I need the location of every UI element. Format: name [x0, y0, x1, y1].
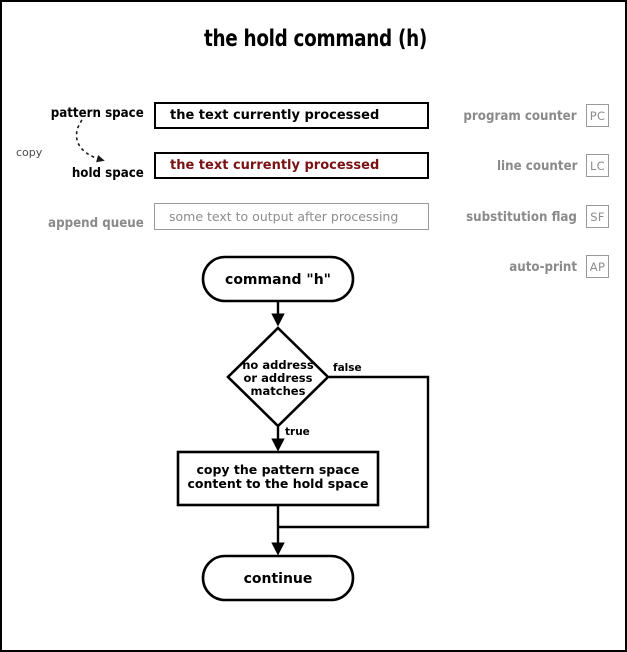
register-label-pattern-space: pattern space	[2, 105, 144, 121]
edge-decision-false-bypass	[279, 375, 430, 529]
line-counter-label: line counter	[496, 157, 577, 174]
flag-program-counter: program counter PC	[448, 104, 609, 127]
node-process-line2: content to the hold space	[188, 476, 369, 491]
copy-annotation-label: copy	[16, 146, 43, 159]
flag-line-counter: line counter LC	[486, 154, 609, 177]
node-end-label: continue	[244, 571, 313, 587]
node-process-copy	[176, 450, 380, 507]
node-process-line1: copy the pattern space	[196, 462, 359, 477]
node-end-continue	[201, 554, 355, 602]
copy-arrow	[75, 119, 105, 163]
pattern-space-box: the text currently processed	[154, 102, 429, 129]
append-queue-label: append queue	[48, 215, 144, 231]
hold-space-box: the text currently processed	[154, 152, 429, 179]
flag-auto-print: auto-print AP	[500, 255, 609, 278]
hold-space-value: the text currently processed	[170, 158, 380, 173]
node-decision-line3: matches	[251, 384, 306, 398]
line-counter-box: LC	[586, 154, 609, 177]
edge-label-true: true	[285, 426, 310, 438]
append-queue-box: some text to output after processing	[154, 203, 429, 230]
program-counter-box: PC	[586, 104, 609, 127]
register-label-hold-space: hold space	[2, 165, 144, 181]
program-counter-label: program counter	[463, 107, 577, 124]
substitution-flag-box: SF	[586, 205, 609, 228]
auto-print-label: auto-print	[509, 258, 577, 275]
pattern-space-label: pattern space	[50, 105, 144, 121]
flag-substitution-flag: substitution flag SF	[451, 205, 609, 228]
node-decision-line2: or address	[244, 371, 313, 385]
auto-print-box: AP	[586, 255, 609, 278]
pattern-space-value: the text currently processed	[170, 108, 380, 123]
register-label-append-queue: append queue	[2, 215, 144, 231]
substitution-flag-label: substitution flag	[466, 208, 577, 225]
node-start-label: command "h"	[225, 272, 331, 288]
append-queue-value: some text to output after processing	[169, 209, 399, 224]
page-title: the hold command (h)	[204, 26, 427, 52]
node-decision	[226, 326, 330, 428]
edge-label-false: false	[333, 362, 362, 374]
hold-space-label: hold space	[71, 165, 144, 181]
node-start-command-h	[201, 255, 355, 303]
node-decision-line1: no address	[242, 358, 314, 372]
